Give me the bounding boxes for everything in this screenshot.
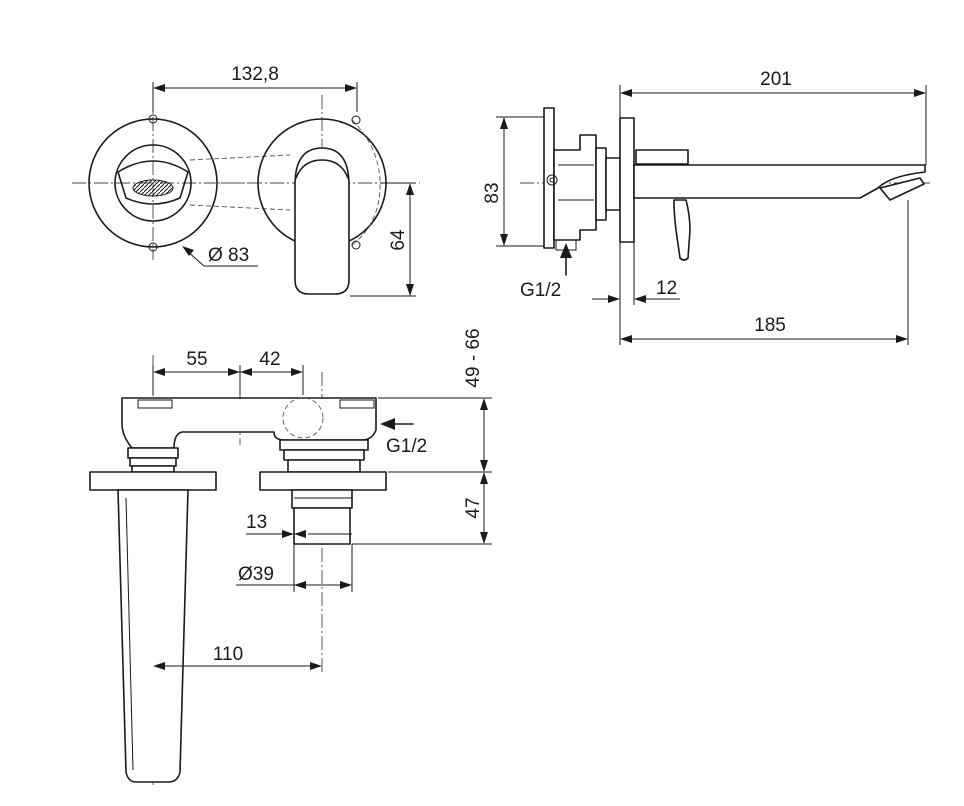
dim-110: 110 <box>153 644 322 670</box>
top-handle-knob <box>293 507 351 545</box>
dim-label-13: 13 <box>246 512 267 533</box>
dim-label-dia-39: Ø39 <box>238 564 274 585</box>
dim-132-8: 132,8 <box>152 64 358 112</box>
dim-label-g12-side: G1/2 <box>520 280 561 301</box>
dim-label-64: 64 <box>388 229 409 251</box>
dim-label-42: 42 <box>259 349 280 370</box>
top-mixer-rosette <box>259 471 387 491</box>
front-view: 132,8 Ø 83 64 <box>72 64 420 297</box>
dim-label-12: 12 <box>656 278 677 299</box>
dim-201: 201 <box>619 69 927 165</box>
mixer-rosette <box>257 115 387 295</box>
top-hidden-cartridge <box>282 397 324 439</box>
top-body-slot-left <box>137 399 173 409</box>
dim-dia-39: Ø39 <box>236 544 353 592</box>
dim-label-201: 201 <box>760 69 792 90</box>
dim-13: 13 <box>246 512 352 538</box>
dim-label-55: 55 <box>186 349 207 370</box>
dim-49-66: 49 - 66 <box>378 328 492 473</box>
dim-label-110: 110 <box>213 644 243 665</box>
top-inlet-arrow: G1/2 <box>380 418 427 457</box>
top-body-slot-right <box>339 399 375 409</box>
side-inlet-arrow: G1/2 <box>520 243 572 301</box>
dim-label-132-8: 132,8 <box>231 64 279 85</box>
dim-label-49-66: 49 - 66 <box>463 328 484 387</box>
dim-label-83: 83 <box>482 182 503 203</box>
top-spout <box>117 489 189 783</box>
side-aerator <box>879 177 925 201</box>
side-view: 201 83 G1/2 12 <box>482 69 930 345</box>
dim-label-g12-bottom: G1/2 <box>386 436 427 457</box>
top-view: 55 42 49 - 66 G1/2 47 <box>89 328 492 785</box>
hidden-body-outline <box>189 154 291 211</box>
side-rosette <box>619 117 635 243</box>
dim-label-dia-83: Ø 83 <box>208 245 249 266</box>
dim-64: 64 <box>350 182 416 297</box>
side-spout <box>633 164 926 199</box>
top-valve-body <box>121 397 377 449</box>
dim-47: 47 <box>352 472 492 545</box>
lever-handle <box>294 147 350 295</box>
dim-12: 12 <box>592 242 680 305</box>
dim-185: 185 <box>619 200 909 345</box>
dim-dia-83: Ø 83 <box>182 245 258 267</box>
side-lever <box>673 199 691 261</box>
dim-55-42: 55 42 <box>152 349 304 395</box>
top-spout-rosette <box>89 471 217 491</box>
side-valve-body <box>543 107 621 251</box>
side-handle-cap <box>635 149 689 165</box>
dim-label-185: 185 <box>754 315 786 336</box>
dim-label-47: 47 <box>463 497 484 518</box>
dim-83: 83 <box>482 116 544 247</box>
